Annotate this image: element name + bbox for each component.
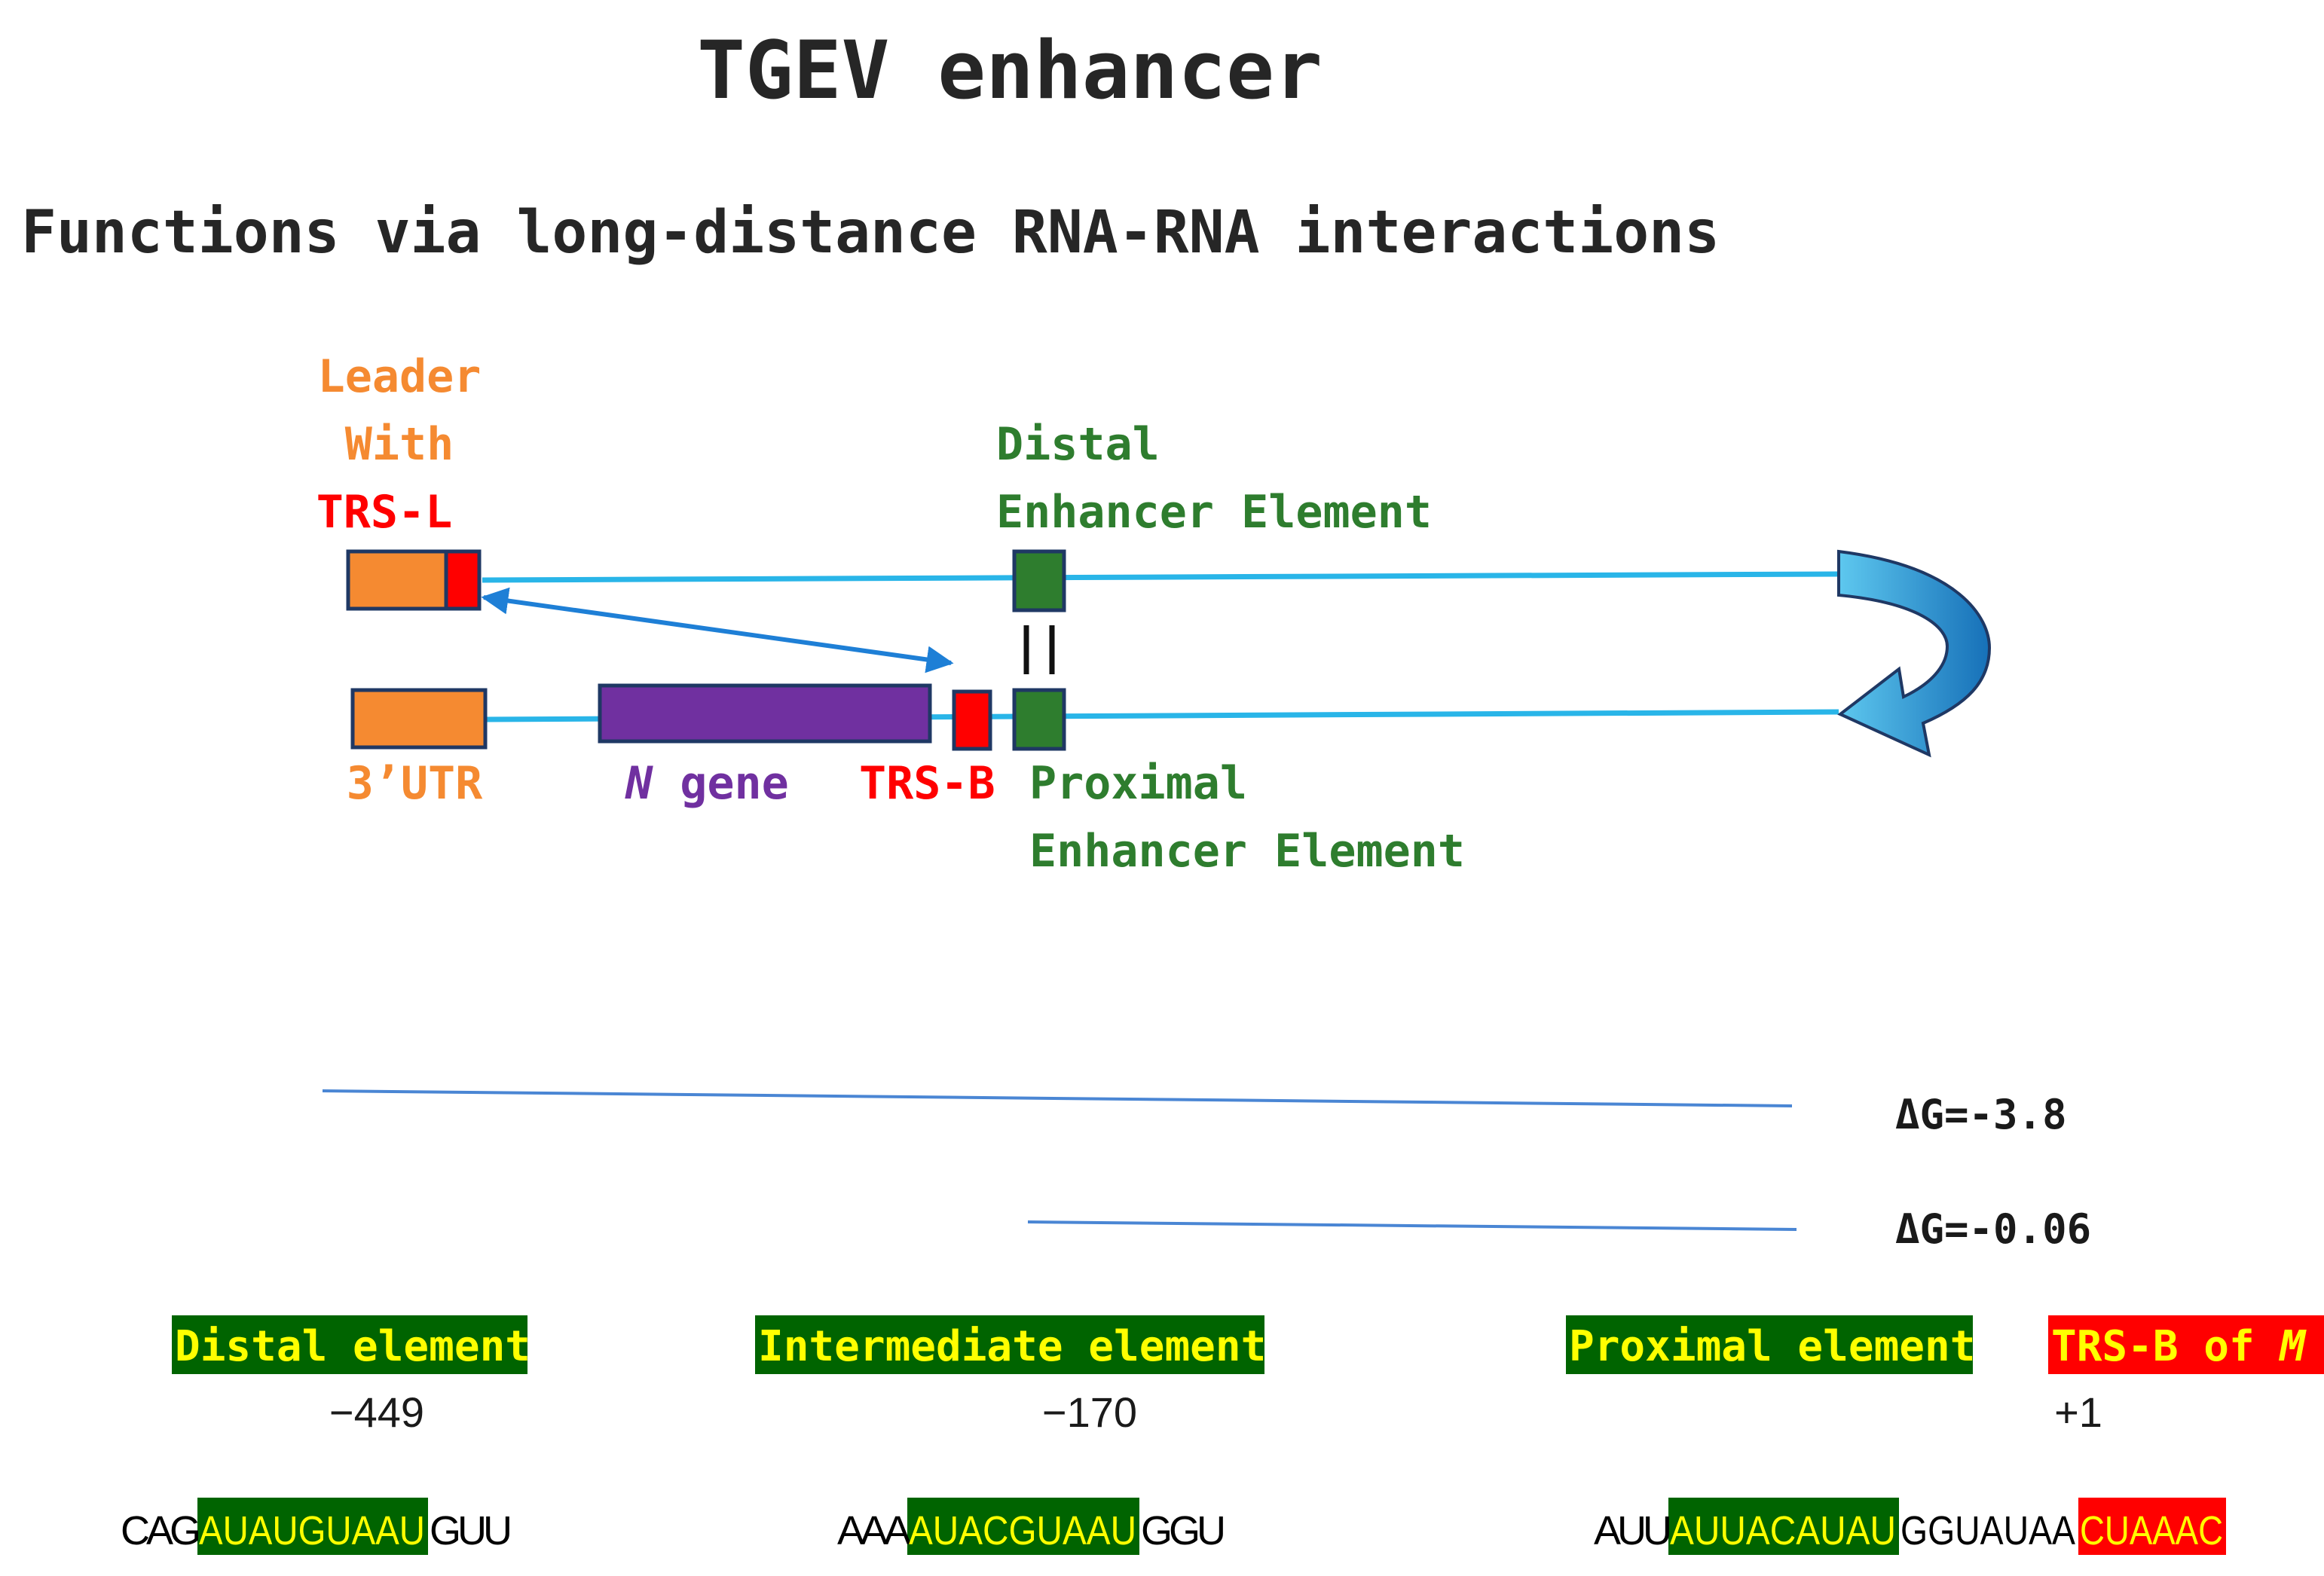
proximal-sequence-core: AUUACAUAU [1670, 1508, 1896, 1553]
proximal-sequence: AUU AUUACAUAU GGUAUAA CUAAAC [1594, 1498, 2226, 1555]
trsb-m-bg [2048, 1315, 2324, 1374]
proximal-sequence-core-bg [1668, 1498, 1899, 1555]
distal-enhancer-label-line2: Enhancer Element [996, 486, 1432, 539]
loop-arrow [1837, 549, 1992, 758]
intermediate-element-label: Intermediate element [758, 1322, 1266, 1371]
trsb-m-label-italic: M [2278, 1322, 2307, 1371]
proximal-enhancer-label-line1: Proximal [1029, 757, 1247, 810]
leader-label-line1: Leader [318, 350, 482, 403]
proximal-sequence-pre: AUU [1594, 1508, 1669, 1553]
proximal-sequence-mid: GGUAUAA [1900, 1508, 2075, 1553]
trs-interaction-arrow [481, 587, 954, 673]
n-gene-label: N gene [625, 757, 789, 810]
distal-sequence-pre: CAG [121, 1508, 198, 1553]
distal-enhancer-box [1012, 549, 1066, 612]
trsb-m-label: TRS-B of M [2051, 1322, 2307, 1371]
proximal-element-label: Proximal element [1569, 1322, 1975, 1371]
position-distal: −449 [329, 1388, 424, 1436]
trsb-sequence: CUAAAC [2080, 1508, 2223, 1553]
top-rna-strand [482, 571, 1839, 583]
delta-g-intermediate: ΔG=-0.06 [1895, 1205, 2091, 1253]
intermediate-element-bg [755, 1315, 1264, 1374]
n-gene-label-italic: N [625, 757, 653, 810]
utr-box [350, 688, 488, 750]
distal-enhancer-label-line1: Distal [996, 418, 1160, 471]
trs-l-label: TRS-L [316, 486, 453, 539]
distal-element-bg [172, 1315, 527, 1374]
intermediate-interaction-line [1027, 1220, 1797, 1231]
distal-sequence-core: AUAUGUAAU [199, 1508, 425, 1553]
intermediate-sequence-core-bg [907, 1498, 1139, 1555]
intermediate-sequence-pre: AAA [837, 1508, 911, 1553]
distal-sequence-core-bg [197, 1498, 428, 1555]
distal-element-label: Distal element [175, 1322, 531, 1371]
trsb-m-label-prefix: TRS-B of [2051, 1322, 2280, 1371]
intermediate-sequence-post: GGU [1141, 1508, 1223, 1553]
leader-box [346, 549, 448, 611]
trsb-sequence-bg [2078, 1498, 2226, 1555]
trs-b-label: TRS-B [859, 757, 995, 810]
distal-interaction-line [322, 1089, 1793, 1107]
intermediate-sequence-core: AUACGUAAU [909, 1508, 1136, 1553]
distal-sequence: CAG AUAUGUAAU GUU [121, 1498, 513, 1555]
page-subtitle: Functions via long-distance RNA-RNA inte… [21, 199, 1720, 267]
utr-label: 3’UTR [347, 757, 483, 810]
trs-b-box [952, 689, 992, 751]
n-gene-box [598, 683, 932, 744]
intermediate-sequence: AAA AUACGUAAU GGU [837, 1498, 1227, 1555]
distal-sequence-post: GUU [430, 1508, 509, 1553]
n-gene-label-text: gene [653, 757, 789, 810]
proximal-enhancer-box [1012, 688, 1066, 751]
proximal-enhancer-label-line2: Enhancer Element [1029, 825, 1465, 878]
page-title: TGEV enhancer [697, 24, 1323, 117]
delta-g-distal: ΔG=-3.8 [1895, 1091, 2067, 1138]
proximal-element-bg [1566, 1315, 1973, 1374]
position-trsb: +1 [2054, 1388, 2102, 1436]
leader-label-line2: With [345, 418, 454, 471]
trs-l-box [444, 549, 482, 611]
position-intermediate: −170 [1042, 1388, 1137, 1436]
